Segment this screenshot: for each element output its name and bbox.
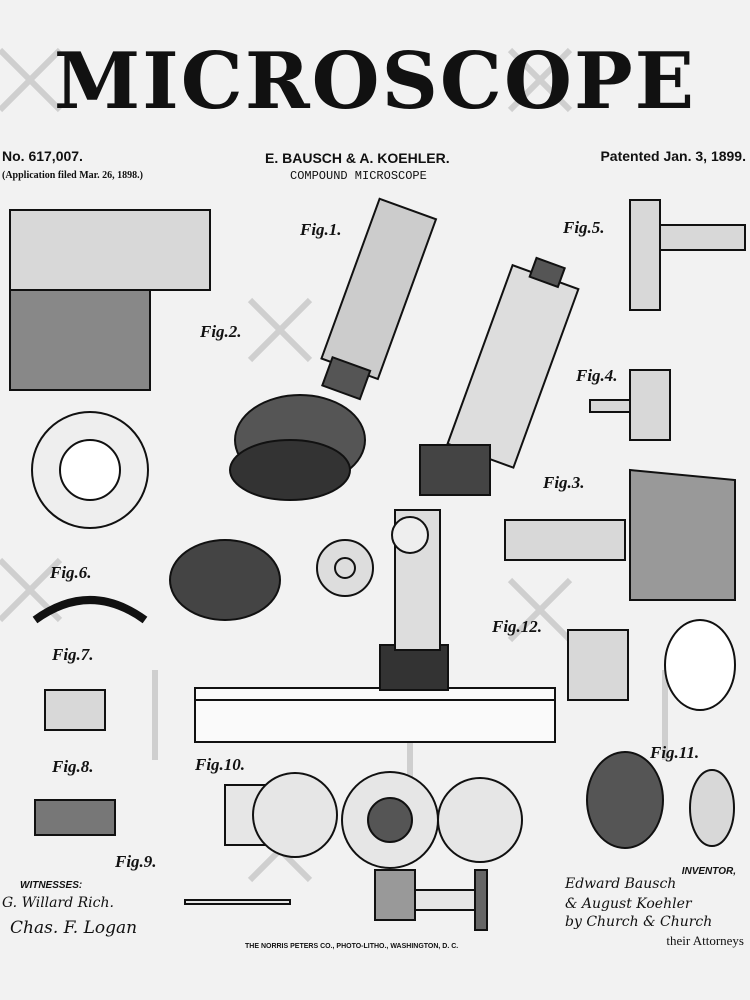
fig-5-label: Fig.5. — [563, 218, 605, 237]
witness-signature-1: G. Willard Rich. — [2, 895, 114, 911]
inventor-signature-2: & August Koehler — [565, 896, 692, 912]
fig-4-label: Fig.4. — [576, 366, 618, 385]
page-title: MICROSCOPE — [53, 36, 697, 127]
application-date: (Application filed Mar. 26, 1898.) — [2, 170, 144, 181]
fig-11-label: Fig.11. — [650, 743, 700, 762]
fig-10-label: Fig.10. — [195, 755, 246, 774]
witness-signature-2: Chas. F. Logan — [10, 918, 138, 938]
fig-7-label: Fig.7. — [52, 645, 94, 664]
fig-12-label: Fig.12. — [492, 617, 543, 636]
fig-3-label: Fig.3. — [543, 473, 585, 492]
inventor-signature-1: Edward Bausch — [565, 876, 677, 892]
fig-9-label: Fig.9. — [115, 852, 157, 871]
attorney-signature: by Church & Church — [565, 914, 713, 930]
patent-subtitle: COMPOUND MICROSCOPE — [290, 169, 427, 183]
side-figures — [9, 199, 746, 849]
patented-date: Patented Jan. 3, 1899. — [600, 148, 746, 164]
patent-number: No. 617,007. — [2, 148, 83, 164]
microscope-illustration — [169, 197, 580, 743]
fig-1-label: Fig.1. — [300, 220, 342, 239]
fig-6-label: Fig.6. — [50, 563, 92, 582]
printer-credit: THE NORRIS PETERS CO., PHOTO-LITHO., WAS… — [245, 943, 459, 950]
attorneys-text: their Attorneys — [666, 933, 744, 948]
inventors: E. BAUSCH & A. KOEHLER. — [265, 150, 450, 166]
fig-8-label: Fig.8. — [52, 757, 94, 776]
inventor-label: INVENTOR, — [681, 866, 736, 877]
fig10-illustration — [184, 771, 523, 931]
witnesses-label: WITNESSES: — [20, 880, 83, 891]
fig-2-label: Fig.2. — [200, 322, 242, 341]
